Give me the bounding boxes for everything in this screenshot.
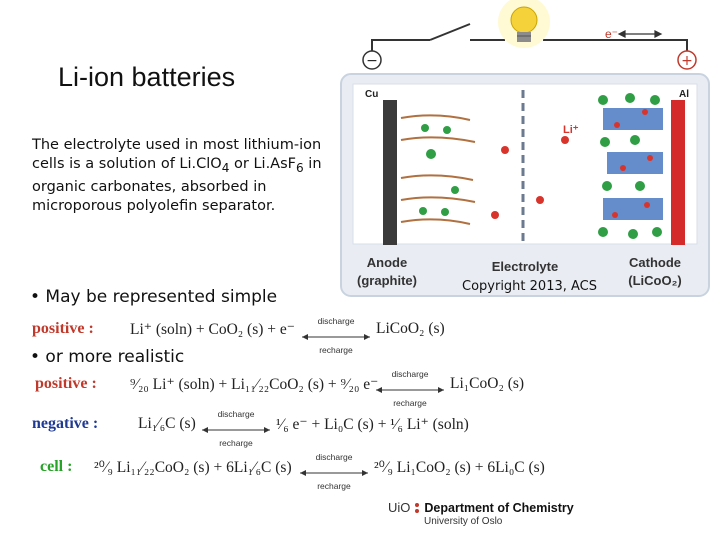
arrow-top-label: discharge [217, 409, 255, 419]
simple-positive-arrow: discharge recharge [300, 316, 372, 355]
arrow-bottom-label: recharge [317, 481, 351, 491]
formula-liasf6: Li.AsF [253, 156, 296, 172]
minus-sign: − [366, 53, 378, 69]
electrolyte-label: Electrolyte [492, 259, 558, 274]
simple-positive-label: positive : [32, 320, 94, 337]
real-negative-lhs: Li₁⁄₆C (s) [138, 415, 196, 432]
anode-sublabel: (graphite) [357, 273, 417, 288]
electrolyte-paragraph: The electrolyte used in most lithium-ion… [32, 136, 332, 216]
paragraph-text-2: in organic carbonates, absorbed in micro… [32, 156, 322, 214]
equilibrium-arrow-icon [300, 470, 368, 476]
university-name: University of Oslo [424, 516, 503, 527]
li-ions-electrolyte [491, 136, 569, 219]
real-negative-label: negative : [32, 415, 99, 432]
real-negative-rhs: ¹⁄₆ e⁻ + Li₀C (s) + ¹⁄₆ Li⁺ (soln) [276, 416, 469, 433]
cathode-sublabel: (LiCoO₂) [628, 273, 681, 288]
cathode-label: Cathode [629, 255, 681, 270]
circuit-wire [371, 23, 688, 52]
arrow-top-label: discharge [317, 316, 355, 326]
battery-diagram: e⁻ − + Cu Al Li⁺ [340, 0, 710, 297]
slide-title: Li-ion batteries [58, 62, 236, 92]
copyright-note: Copyright 2013, ACS [462, 279, 597, 294]
arrow-top-label: discharge [391, 369, 429, 379]
dept-name: Department of Chemistry [424, 500, 574, 515]
arrow-bottom-label: recharge [393, 398, 427, 408]
real-positive-arrow: discharge recharge [374, 369, 446, 408]
positive-terminal-icon: + [677, 50, 697, 70]
uio-short: UiO [388, 500, 411, 515]
equilibrium-arrow-icon [302, 334, 370, 340]
uio-logo: UiO Department of Chemistry University o… [388, 500, 574, 527]
light-bulb-icon [498, 0, 550, 48]
real-positive-lhs: ⁹⁄₂₀ Li⁺ (soln) + Li₁₁⁄₂₂CoO₂ (s) + ⁹⁄₂₀… [130, 376, 379, 393]
uio-mark-icon [415, 502, 420, 513]
real-positive-rhs: Li₁CoO₂ (s) [450, 375, 525, 392]
equilibrium-arrow-icon [202, 427, 270, 433]
cathode-plate [671, 100, 685, 245]
bullet-realistic: • or more realistic [30, 347, 185, 367]
cathode-structure [598, 93, 663, 239]
arrow-bottom-label: recharge [219, 438, 253, 448]
arrow-top-label: discharge [315, 452, 353, 462]
paragraph-text-1: The electrolyte used in most lithium-ion… [32, 137, 322, 172]
cu-label: Cu [365, 89, 378, 100]
real-positive-label: positive : [35, 375, 97, 392]
electron-arrow-icon [617, 30, 663, 38]
real-cell-arrow: discharge recharge [298, 452, 370, 491]
formula-liclo4-sub: 4 [221, 160, 230, 175]
equilibrium-arrow-icon [376, 387, 444, 393]
anode-plate [383, 100, 397, 245]
arrow-bottom-label: recharge [319, 345, 353, 355]
formula-liclo4: Li.ClO [179, 156, 222, 172]
paragraph-or: or [229, 156, 254, 172]
electron-label: e⁻ [605, 27, 618, 41]
real-cell-label: cell : [40, 458, 73, 475]
anode-label: Anode [367, 255, 407, 270]
real-negative-arrow: discharge recharge [200, 409, 272, 448]
real-cell-lhs: ²⁰⁄₉ Li₁₁⁄₂₂CoO₂ (s) + 6Li₁⁄₆C (s) [94, 459, 292, 476]
al-label: Al [679, 89, 689, 100]
real-cell-rhs: ²⁰⁄₉ Li₁CoO₂ (s) + 6Li₀C (s) [374, 459, 545, 476]
formula-liasf6-sub: 6 [296, 160, 304, 175]
negative-terminal-icon: − [362, 50, 382, 70]
simple-positive-rhs: LiCoO₂ (s) [376, 320, 445, 337]
bullet-simple: • May be represented simple [30, 287, 278, 307]
li-ion-label: Li⁺ [563, 124, 579, 136]
graphite-layers [400, 114, 476, 225]
lithium-atoms-anode [419, 124, 459, 216]
simple-positive-lhs: Li⁺ (soln) + CoO₂ (s) + e⁻ [130, 321, 295, 338]
plus-sign: + [681, 53, 693, 69]
